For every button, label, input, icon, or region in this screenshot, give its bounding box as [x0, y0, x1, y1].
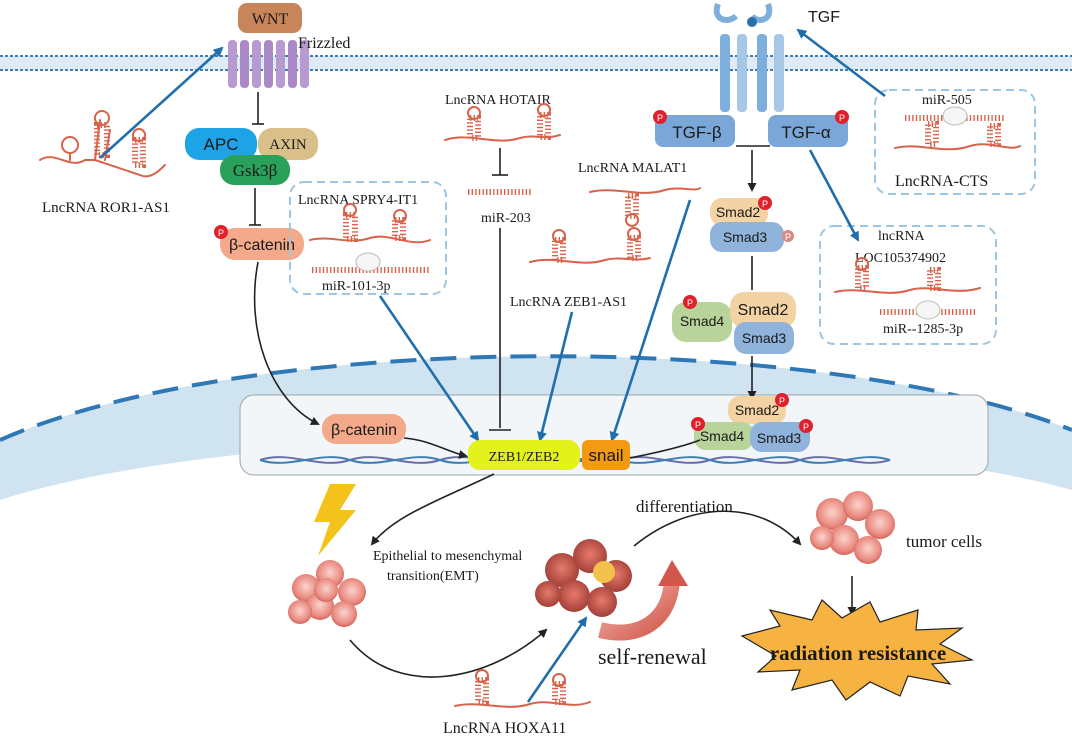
frizzled-receptor: Frizzled: [228, 35, 350, 88]
mir-203-label: miR-203: [481, 211, 531, 226]
beta-catenin-cytoplasm: β-catenin P: [214, 225, 304, 260]
lncrna-hoxa11-label: LncRNA HOXA11: [443, 720, 566, 737]
svg-text:P: P: [803, 422, 809, 432]
mir-505-label: miR-505: [922, 93, 972, 108]
loc105374902-structure: [834, 257, 981, 320]
svg-text:Smad3: Smad3: [757, 430, 802, 446]
hoxa11-structure: [454, 669, 591, 708]
tgf-label: TGF: [808, 9, 840, 26]
svg-text:Smad2: Smad2: [735, 402, 780, 418]
radiation-resistance-label: radiation resistance: [770, 641, 946, 665]
svg-text:Gsk3β: Gsk3β: [233, 161, 278, 180]
tumor-cells-cluster: [810, 491, 895, 564]
differentiation-label: differentiation: [636, 497, 733, 516]
svg-text:P: P: [785, 232, 791, 242]
beta-catenin-nucleus: β-catenin: [322, 414, 406, 444]
svg-text:AXIN: AXIN: [269, 137, 307, 153]
tgf-receptor: [713, 2, 784, 112]
wnt-ligand: WNT: [238, 3, 302, 33]
lncrna-cts-label: LncRNA-CTS: [895, 173, 988, 190]
svg-text:TGF-α: TGF-α: [781, 123, 831, 142]
normal-cell-cluster: [288, 560, 366, 627]
zeb1-as1-structure: [529, 227, 651, 264]
loc105374902-label: LOC105374902: [855, 251, 946, 266]
svg-text:snail: snail: [589, 446, 624, 465]
svg-text:P: P: [657, 113, 663, 123]
radiation-lightning: [314, 484, 356, 556]
svg-text:P: P: [839, 113, 845, 123]
svg-text:APC: APC: [204, 135, 239, 154]
mir-505-structure: [894, 106, 1021, 151]
mir-1285-3p-label: miR--1285-3p: [883, 322, 963, 337]
svg-text:TGF-β: TGF-β: [672, 123, 722, 142]
emt-label-line2: transition(EMT): [387, 569, 479, 584]
tgf-beta-box: TGF-β P: [653, 110, 735, 147]
radiation-resistance-burst: [740, 599, 975, 701]
self-renewal-label: self-renewal: [598, 644, 707, 669]
svg-text:P: P: [218, 228, 224, 238]
svg-text:ZEB1/ZEB2: ZEB1/ZEB2: [489, 450, 560, 465]
lncrna-zeb1-as1-label: LncRNA ZEB1-AS1: [510, 295, 627, 310]
svg-text:Frizzled: Frizzled: [298, 35, 350, 52]
nucleus: [0, 354, 1072, 500]
lncrna-ror1-as1-label: LncRNA ROR1-AS1: [42, 200, 170, 216]
snail-box: snail: [582, 440, 630, 470]
tumor-stem-cell-cluster: [535, 539, 632, 617]
svg-text:Smad4: Smad4: [680, 313, 725, 329]
malat1-structure: [589, 187, 701, 227]
tumor-cells-label: tumor cells: [906, 532, 982, 551]
svg-text:Smad4: Smad4: [700, 428, 745, 444]
smad2-smad3-complex: Smad2 P Smad3 P: [710, 196, 794, 252]
spry4-it1-box: [289, 181, 447, 295]
smad4-smad2-smad3-cyto: Smad4 P Smad2 Smad3: [672, 292, 796, 354]
svg-text:P: P: [687, 298, 693, 308]
svg-text:Smad3: Smad3: [742, 330, 787, 346]
lncrna-spry4-it1-label: LncRNA SPRY4-IT1: [298, 193, 418, 208]
emt-label-line1: Epithelial to mesenchymal: [373, 549, 522, 564]
lncrna-ror1-as1-structure: [39, 110, 166, 178]
lncrna-label: lncRNA: [878, 229, 926, 244]
destruction-complex: APC AXIN Gsk3β: [185, 128, 318, 185]
svg-text:Smad2: Smad2: [716, 204, 761, 220]
svg-text:P: P: [762, 199, 768, 209]
svg-text:β-catenin: β-catenin: [331, 422, 397, 439]
tgf-alpha-box: TGF-α P: [768, 110, 849, 147]
hotair-structure: [444, 103, 561, 142]
svg-text:WNT: WNT: [252, 11, 289, 28]
loc105374902-box: [819, 225, 997, 345]
spry4-it1-structure: [309, 203, 431, 273]
lncrna-hotair-label: LncRNA HOTAIR: [445, 93, 551, 108]
cell-membrane: [0, 55, 1072, 71]
zeb1-zeb2-box: ZEB1/ZEB2: [468, 440, 580, 470]
svg-text:β-catenin: β-catenin: [229, 237, 295, 254]
mir-505-box: [874, 89, 1036, 195]
lncrna-malat1-label: LncRNA MALAT1: [578, 161, 687, 176]
smad-complex-nucleus: Smad2 P Smad4 P Smad3 P: [691, 393, 813, 452]
svg-text:P: P: [779, 396, 785, 406]
self-renewal-arrow: [598, 579, 680, 641]
svg-text:P: P: [695, 420, 701, 430]
svg-text:Smad3: Smad3: [723, 229, 768, 245]
mir-101-3p-label: miR-101-3p: [322, 279, 390, 294]
svg-text:Smad2: Smad2: [738, 302, 789, 319]
